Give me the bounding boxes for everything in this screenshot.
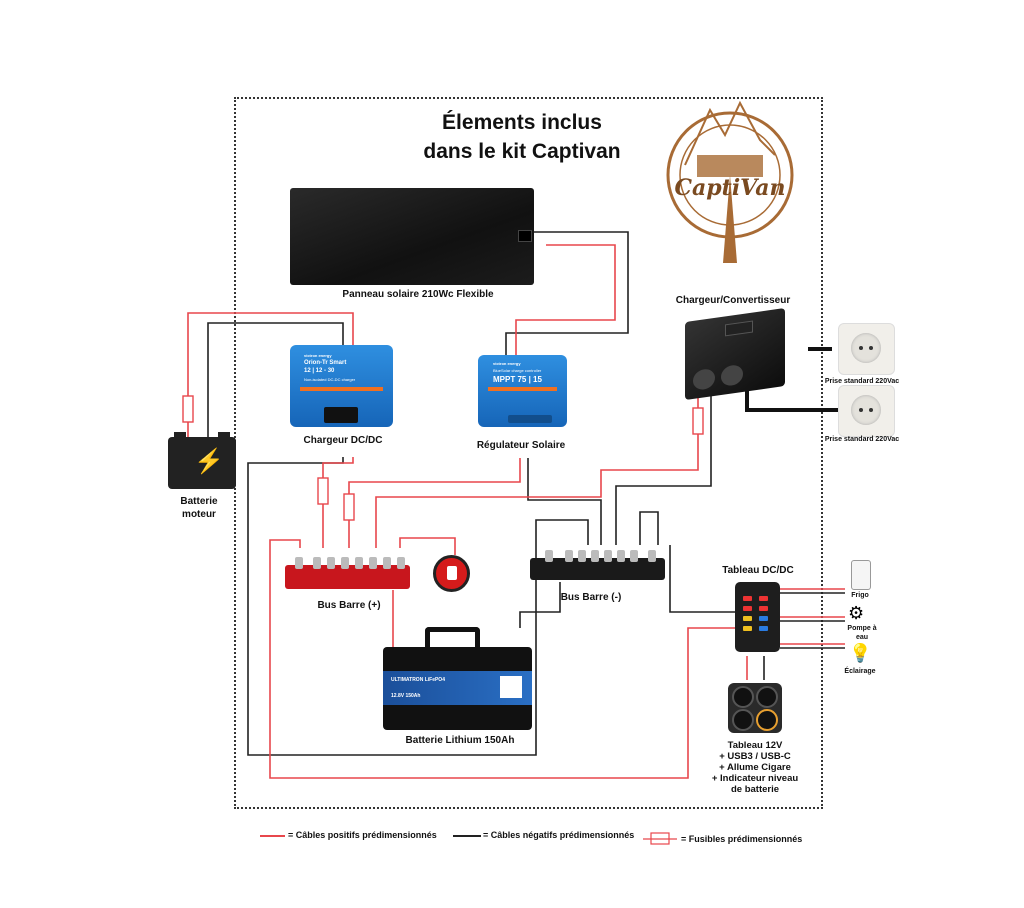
wire-positive — [269, 539, 735, 779]
pump-label: Pompe à eau — [847, 624, 876, 642]
lightning-icon: ⚡ — [194, 448, 224, 475]
wire-positive — [322, 457, 354, 548]
lithium-battery-image: ULTIMATRON LiFePO4 12.8V 150Ah — [383, 647, 532, 730]
title-line-2: dans le kit Captivan — [423, 140, 621, 163]
legend-positive: = Câbles positifs prédimensionnés — [288, 830, 437, 840]
display — [725, 320, 753, 337]
wire-negative — [207, 322, 344, 437]
label-line: Tableau 12V — [727, 740, 783, 751]
battery-switch-image — [433, 555, 470, 592]
fuse-box-image — [735, 582, 780, 652]
device-rating: 12 | 12 - 30 — [304, 368, 335, 374]
captivan-logo: CaptiVan — [666, 100, 794, 263]
outlet-1-label: Prise standard 220Vac — [824, 378, 900, 385]
fuse-icon — [182, 395, 194, 423]
orange-stripe — [488, 387, 557, 391]
fan-icon — [693, 367, 715, 391]
qr-code-icon — [500, 676, 522, 698]
engine-battery-icon: ⚡ — [168, 432, 236, 489]
solar-regulator-label: Régulateur Solaire — [476, 440, 566, 451]
fuse-icon — [343, 493, 355, 521]
engine-battery-label: Batterie moteur — [180, 495, 217, 521]
wire-negative — [505, 231, 629, 355]
fuse-icon — [692, 407, 704, 435]
lighting-label: Éclairage — [844, 668, 876, 675]
fuse-icon — [317, 477, 329, 505]
terminal-block — [508, 415, 552, 423]
svg-text:CaptiVan: CaptiVan — [675, 175, 786, 201]
device-spec: 12.8V 150Ah — [391, 693, 421, 699]
fan-icon — [721, 363, 743, 387]
wire-positive — [348, 458, 521, 548]
battery-handle — [425, 627, 480, 649]
wire-positive — [399, 537, 456, 555]
junction-box — [518, 230, 532, 242]
label-line: + Indicateur niveau — [711, 773, 799, 784]
device-model: MPPT 75 | 15 — [493, 375, 542, 384]
label-line: + USB3 / USB-C — [719, 751, 791, 762]
dcdc-charger-image: victron energy Orion-Tr Smart 12 | 12 - … — [290, 345, 393, 427]
bus-negative-label: Bus Barre (-) — [560, 592, 622, 603]
label-line: moteur — [182, 509, 216, 520]
label-line: Batterie — [180, 496, 218, 507]
page-title: Élements inclus dans le kit Captivan — [380, 108, 664, 166]
outlet-220v-icon — [838, 385, 895, 437]
fridge-label: Frigo — [851, 592, 869, 599]
bus-positive-label: Bus Barre (+) — [317, 600, 381, 611]
wire-positive — [187, 312, 354, 437]
device-brand: ULTIMATRON LiFePO4 — [391, 677, 445, 683]
legend-fuse: = Fusibles prédimensionnés — [681, 834, 803, 844]
label-line: de batterie — [730, 784, 780, 795]
wire-negative — [639, 511, 659, 545]
solar-panel-image — [290, 188, 534, 285]
orange-stripe — [300, 387, 383, 391]
fridge-icon — [851, 560, 871, 590]
wire-positive — [375, 380, 699, 548]
label-line: + Allume Cigare — [719, 762, 791, 773]
panel-12v-image — [728, 683, 782, 733]
label-line: eau — [855, 634, 869, 641]
wire-ac — [745, 388, 838, 412]
solar-regulator-image: victron energy BlueSolar charge controll… — [478, 355, 567, 427]
label-line: Pompe à — [847, 625, 877, 632]
device-model: Orion-Tr Smart — [304, 360, 347, 366]
charger-converter-label: Chargeur/Convertisseur — [675, 295, 791, 306]
bus-bar-negative-image — [530, 550, 665, 580]
water-pump-icon: ⚙ — [848, 603, 865, 623]
wire-negative — [519, 582, 561, 628]
title-line-1: Élements inclus — [442, 111, 602, 134]
legend-marks — [260, 832, 677, 845]
device-sub: BlueSolar charge controller — [493, 368, 542, 373]
bus-bar-positive-image — [285, 557, 410, 589]
outlet-220v-icon — [838, 323, 895, 375]
dc-panel-label: Tableau DC/DC — [722, 565, 794, 576]
legend-fuse-icon — [650, 832, 670, 845]
dcdc-charger-label: Chargeur DC/DC — [303, 435, 383, 446]
wire-negative — [527, 458, 602, 545]
solar-panel-label: Panneau solaire 210Wc Flexible — [342, 289, 494, 300]
device-brand: victron energy — [304, 353, 332, 358]
legend-negative: = Câbles négatifs prédimensionnés — [483, 830, 635, 840]
terminal-block — [324, 407, 358, 423]
panel-12v-label: Tableau 12V + USB3 / USB-C + Allume Ciga… — [712, 740, 798, 795]
device-brand: victron energy — [493, 361, 521, 366]
charger-converter-image — [685, 307, 785, 401]
device-sub: Non-isolated DC-DC charger — [304, 377, 356, 382]
wire-negative — [669, 545, 735, 613]
wire-positive — [515, 244, 616, 355]
light-bulb-icon: 💡 — [849, 643, 872, 663]
lithium-battery-label: Batterie Lithium 150Ah — [405, 735, 515, 746]
outlet-2-label: Prise standard 220Vac — [824, 436, 900, 443]
wire-negative — [615, 380, 712, 545]
